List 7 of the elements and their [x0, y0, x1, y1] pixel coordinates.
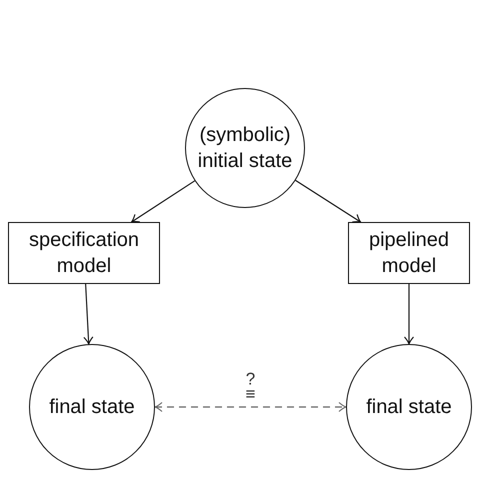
model-box — [8, 222, 160, 284]
node-label: specification model — [28, 228, 140, 279]
node-label: (symbolic) initial state — [196, 123, 294, 174]
model-box — [348, 222, 470, 284]
node-label: pipelined model — [368, 228, 450, 279]
node-label: final state — [49, 395, 135, 420]
node-label: final state — [366, 395, 452, 420]
